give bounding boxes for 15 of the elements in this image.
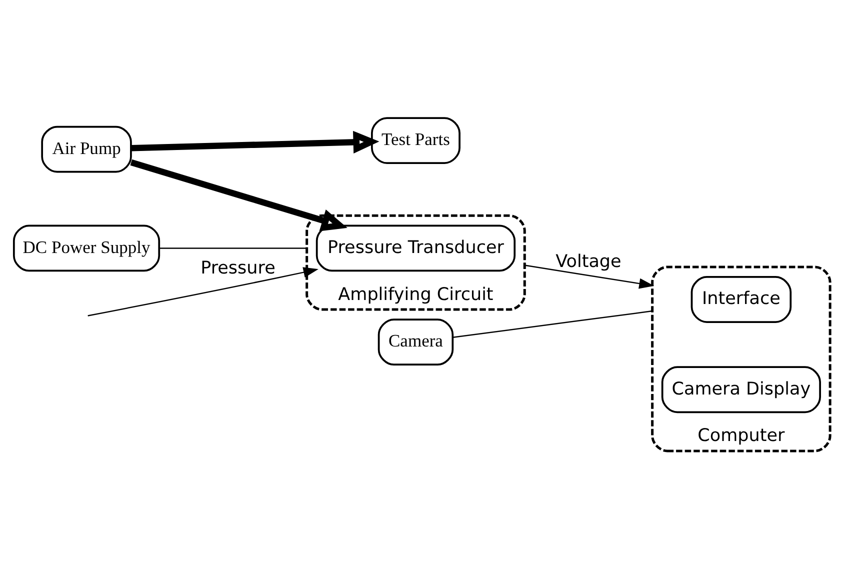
arrow [130, 159, 348, 232]
arrow [524, 264, 654, 289]
node-box: DC Power Supply [12, 224, 160, 272]
edge-label: Voltage [556, 252, 622, 272]
node-box: Camera Display [661, 366, 821, 414]
node-box: Interface [690, 276, 792, 323]
node-box: Test Parts [370, 117, 460, 164]
node-box: Air Pump [41, 126, 132, 173]
arrow [131, 130, 380, 154]
connector [452, 310, 652, 338]
node-box: Camera [378, 318, 454, 366]
node-box: Pressure Transducer [316, 224, 516, 272]
arrow [88, 267, 318, 316]
edge-label: Pressure [200, 258, 276, 278]
connector [159, 248, 307, 249]
